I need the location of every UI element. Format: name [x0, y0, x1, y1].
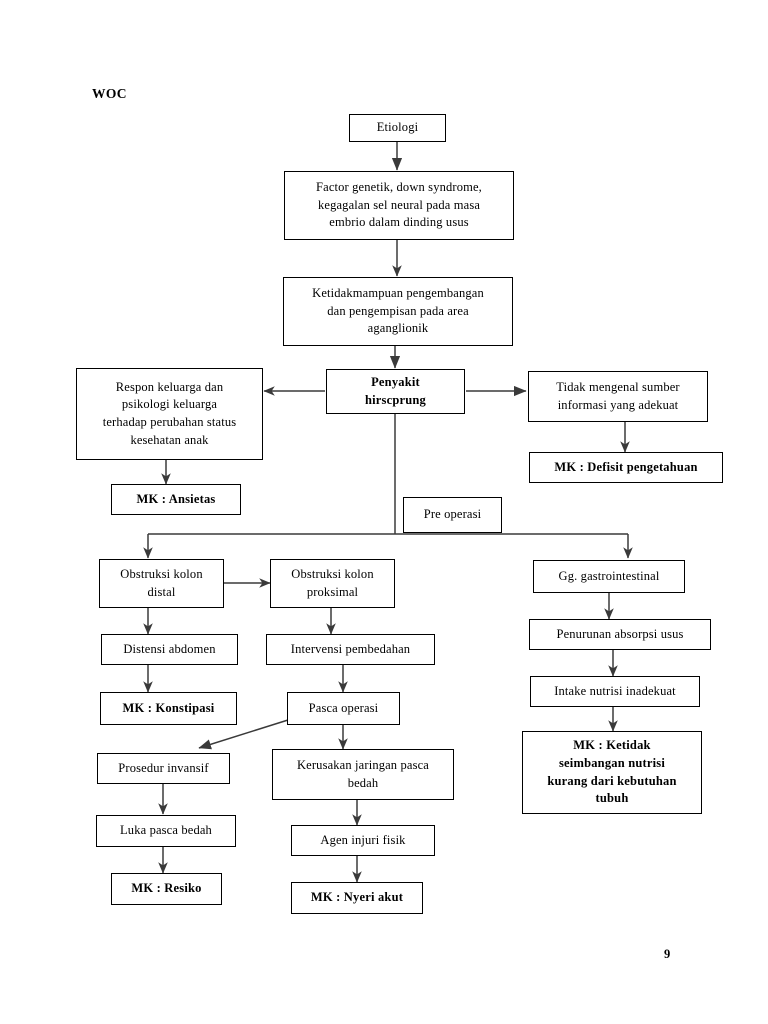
- node-obstruksi-kolon-distal[interactable]: Obstruksi kolon distal: [99, 559, 224, 608]
- node-label: Penyakit hirscprung: [364, 374, 427, 407]
- node-label: Etiologi: [376, 120, 419, 135]
- node-prosedur-invansif[interactable]: Prosedur invansif: [97, 753, 230, 784]
- node-label: Factor genetik, down syndrome, kegagalan…: [316, 179, 482, 230]
- node-intake-nutrisi-inadekuat[interactable]: Intake nutrisi inadekuat: [530, 676, 700, 707]
- node-mk-resiko[interactable]: MK : Resiko: [111, 873, 222, 905]
- node-mk-konstipasi[interactable]: MK : Konstipasi: [100, 692, 237, 725]
- node-penyakit-hirscprung[interactable]: Penyakit hirscprung: [326, 369, 465, 414]
- node-luka-pasca-bedah[interactable]: Luka pasca bedah: [96, 815, 236, 847]
- node-label: MK : Konstipasi: [122, 700, 215, 715]
- node-label: Penurunan absorpsi usus: [556, 626, 684, 641]
- node-label: Kerusakan jaringan pasca bedah: [296, 757, 429, 790]
- node-label: Agen injuri fisik: [320, 832, 406, 847]
- node-pasca-operasi[interactable]: Pasca operasi: [287, 692, 400, 725]
- node-label: Obstruksi kolon distal: [120, 566, 203, 599]
- node-intervensi-pembedahan[interactable]: Intervensi pembedahan: [266, 634, 435, 665]
- node-mk-nyeri-akut[interactable]: MK : Nyeri akut: [291, 882, 423, 914]
- node-obstruksi-kolon-proksimal[interactable]: Obstruksi kolon proksimal: [270, 559, 395, 608]
- node-pre-operasi[interactable]: Pre operasi: [403, 497, 502, 533]
- node-mk-ansietas[interactable]: MK : Ansietas: [111, 484, 241, 515]
- node-label: Gg. gastrointestinal: [558, 568, 660, 583]
- node-agen-injuri-fisik[interactable]: Agen injuri fisik: [291, 825, 435, 856]
- node-label: Intervensi pembedahan: [290, 641, 411, 656]
- page-title: WOC: [92, 86, 127, 101]
- node-label: MK : Nyeri akut: [310, 890, 404, 905]
- node-mk-defisit-pengetahuan[interactable]: MK : Defisit pengetahuan: [529, 452, 723, 483]
- node-mk-ketidakseimbangan-nutrisi[interactable]: MK : Ketidak seimbangan nutrisi kurang d…: [522, 731, 702, 814]
- node-label: Prosedur invansif: [118, 760, 209, 775]
- node-label: Tidak mengenal sumber informasi yang ade…: [556, 379, 680, 412]
- node-label: MK : Resiko: [131, 881, 202, 896]
- node-label: MK : Defisit pengetahuan: [554, 459, 698, 474]
- node-label: Pre operasi: [423, 507, 482, 522]
- node-respon-keluarga[interactable]: Respon keluarga dan psikologi keluarga t…: [76, 368, 263, 460]
- node-label: MK : Ansietas: [136, 491, 216, 506]
- node-kerusakan-jaringan-pasca-bedah[interactable]: Kerusakan jaringan pasca bedah: [272, 749, 454, 800]
- node-penurunan-absorpsi-usus[interactable]: Penurunan absorpsi usus: [529, 619, 711, 650]
- node-label: Ketidakmampuan pengembangan dan pengempi…: [312, 285, 484, 336]
- node-label: Luka pasca bedah: [120, 823, 212, 838]
- node-factor-genetik[interactable]: Factor genetik, down syndrome, kegagalan…: [284, 171, 514, 240]
- node-label: MK : Ketidak seimbangan nutrisi kurang d…: [547, 738, 677, 806]
- node-label: Distensi abdomen: [123, 641, 216, 656]
- node-ketidakmampuan-pengembangan[interactable]: Ketidakmampuan pengembangan dan pengempi…: [283, 277, 513, 346]
- node-distensi-abdomen[interactable]: Distensi abdomen: [101, 634, 238, 665]
- node-gg-gastrointestinal[interactable]: Gg. gastrointestinal: [533, 560, 685, 593]
- page-number: 9: [664, 947, 671, 961]
- node-etiologi[interactable]: Etiologi: [349, 114, 446, 142]
- node-label: Intake nutrisi inadekuat: [554, 683, 676, 698]
- node-label: Respon keluarga dan psikologi keluarga t…: [102, 379, 237, 447]
- node-label: Obstruksi kolon proksimal: [291, 566, 374, 599]
- node-tidak-mengenal-sumber-informasi[interactable]: Tidak mengenal sumber informasi yang ade…: [528, 371, 708, 422]
- node-label: Pasca operasi: [308, 700, 379, 715]
